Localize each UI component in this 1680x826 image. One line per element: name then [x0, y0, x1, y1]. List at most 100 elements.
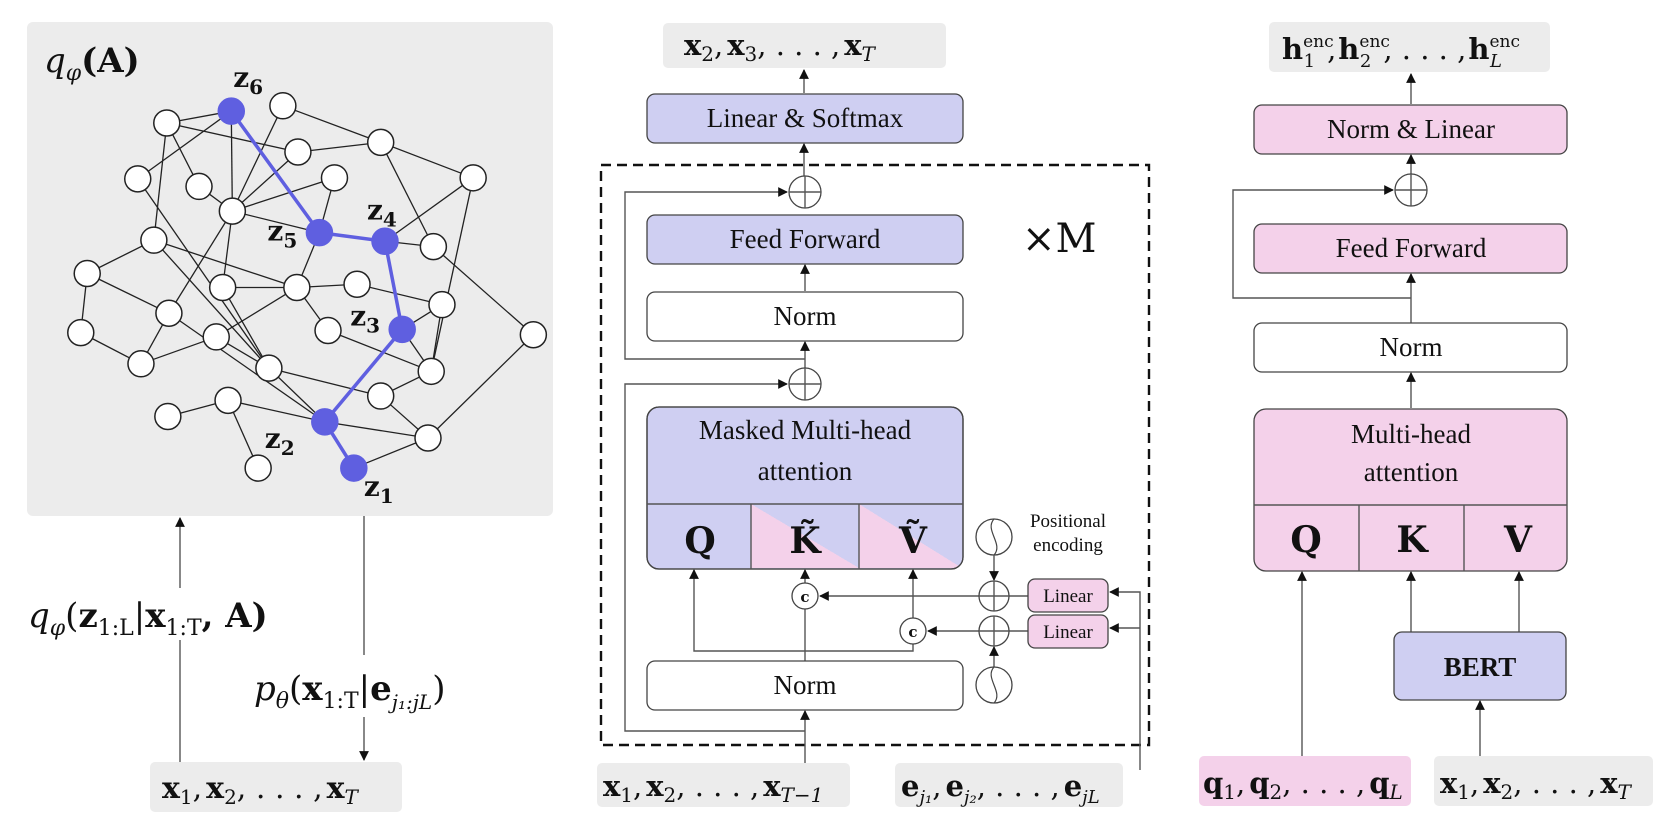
k-tilde-cell: [751, 504, 859, 568]
graph-edge: [86, 272, 170, 314]
graph-edge: [222, 287, 270, 369]
svg-text:c: c: [908, 623, 917, 641]
linear-block-2: [1027, 614, 1109, 649]
graph-edge: [153, 239, 298, 289]
decoder-norm-top-label: Norm: [774, 301, 837, 331]
graph-edge: [137, 110, 232, 180]
decoder-input-e-box: [895, 763, 1123, 807]
norm-linear-block: [1253, 104, 1568, 155]
decoder-norm-bottom-block: [646, 660, 964, 711]
graph-edge: [282, 105, 381, 143]
graph-edge: [168, 210, 233, 314]
graph-node: [127, 350, 155, 378]
graph-title: qφ(A): [44, 41, 140, 86]
graph-edge: [137, 178, 270, 369]
graph-edge: [230, 111, 233, 212]
graph-node: [140, 226, 168, 254]
decoder-output-text: x2,x3, . . . ,xT: [684, 28, 877, 66]
decoder-norm-top-block: [646, 291, 964, 342]
positional-encoding-label-1: Positional: [1030, 511, 1106, 532]
repeat-count-label: ×M: [1022, 216, 1096, 262]
graph-node: [414, 424, 442, 452]
graph-node: [320, 164, 349, 192]
decoder-q-label: Q: [684, 520, 715, 562]
graph-edge: [356, 283, 443, 306]
bert-label: BERT: [1444, 652, 1517, 682]
graph-node: [255, 354, 283, 382]
encoder-feed-forward-label: Feed Forward: [1336, 233, 1487, 263]
decoder-output-box: [663, 23, 946, 68]
highlighted-path-edge: [383, 240, 404, 330]
encoder-norm-block: [1253, 322, 1568, 373]
graph-node: [214, 386, 242, 415]
graph-node: [155, 299, 183, 328]
path-node-label-z3: z3: [350, 299, 380, 337]
graph-panel: [27, 22, 553, 516]
graph-node-z3: [388, 315, 416, 344]
graph-edge: [168, 312, 326, 423]
encoder-k-label: K: [1396, 519, 1429, 561]
decoder-panel: x2,x3, . . . ,xT Linear & Softmax ×M Fee…: [597, 23, 1151, 808]
encoder-input-x-text: x1,x2, . . . ,xT: [1440, 766, 1633, 804]
graph-node: [153, 109, 181, 137]
graph-node: [244, 454, 272, 482]
graph-edge: [153, 122, 168, 241]
bert-block: [1393, 631, 1567, 701]
decoder-feed-forward-block: [646, 214, 964, 265]
path-node-label-z4: z4: [367, 193, 397, 231]
encoder-attention-title-2: attention: [1364, 457, 1459, 487]
graph-node: [269, 92, 297, 120]
graph-edge: [232, 210, 320, 234]
v-tilde-cell: [859, 504, 962, 568]
highlighted-path-edge: [323, 328, 404, 423]
graph-node-z6: [217, 97, 246, 125]
encoder-attention-title-1: Multi-head: [1351, 419, 1471, 449]
graph-node: [417, 357, 445, 386]
graph-edge: [268, 367, 381, 397]
graph-edge: [430, 177, 474, 372]
graph-edge: [153, 239, 270, 369]
graph-edge: [432, 246, 534, 336]
input-sequence-text: x1,x2, . . . ,xT: [162, 771, 360, 809]
concat-v-icon: [899, 617, 927, 645]
repeat-block-frame: [599, 163, 1151, 747]
likelihood-label: pθ(x1:T|ej₁:jL): [254, 669, 445, 714]
graph-node: [185, 172, 213, 201]
decoder-input-x-text: x1,x2, . . . ,xT−1: [603, 769, 823, 807]
encoder-input-x-box: [1434, 756, 1653, 806]
decoder-norm-bottom-label: Norm: [774, 670, 837, 700]
graph-edge: [297, 141, 381, 153]
masked-attention-title-1: Masked Multi-head: [699, 415, 912, 445]
graph-edge: [231, 105, 284, 212]
encoder-attention-block: [1253, 408, 1568, 572]
graph-node: [343, 270, 371, 298]
linear-label-2: Linear: [1043, 622, 1093, 643]
encoder-v-label: V: [1503, 519, 1533, 561]
graph-edge: [166, 122, 299, 153]
encoder-norm-label: Norm: [1380, 332, 1443, 362]
positional-encoding-label-2: encoding: [1033, 535, 1103, 556]
encoder-input-q-text: q1,q2, . . . ,qL: [1203, 766, 1403, 804]
graph-edge: [232, 177, 335, 212]
encoder-q-label: Q: [1290, 519, 1321, 561]
norm-linear-label: Norm & Linear: [1327, 114, 1495, 144]
encoder-feed-forward-block: [1253, 223, 1568, 274]
graph-edge: [384, 177, 474, 242]
graph-node: [459, 164, 487, 192]
graph-node-z1: [340, 454, 368, 482]
encoder-input-q-box: [1199, 756, 1411, 806]
graph-edge: [231, 151, 299, 212]
input-sequence-box: [150, 762, 402, 812]
graph-node-z2: [311, 408, 339, 436]
graph-node: [202, 323, 230, 351]
graph-node: [314, 316, 342, 345]
graph-node-z5: [305, 218, 334, 247]
posterior-label: qφ(z1:L|x1:T, A): [28, 596, 268, 641]
graph-edge: [324, 421, 429, 439]
graph-node: [284, 138, 312, 166]
